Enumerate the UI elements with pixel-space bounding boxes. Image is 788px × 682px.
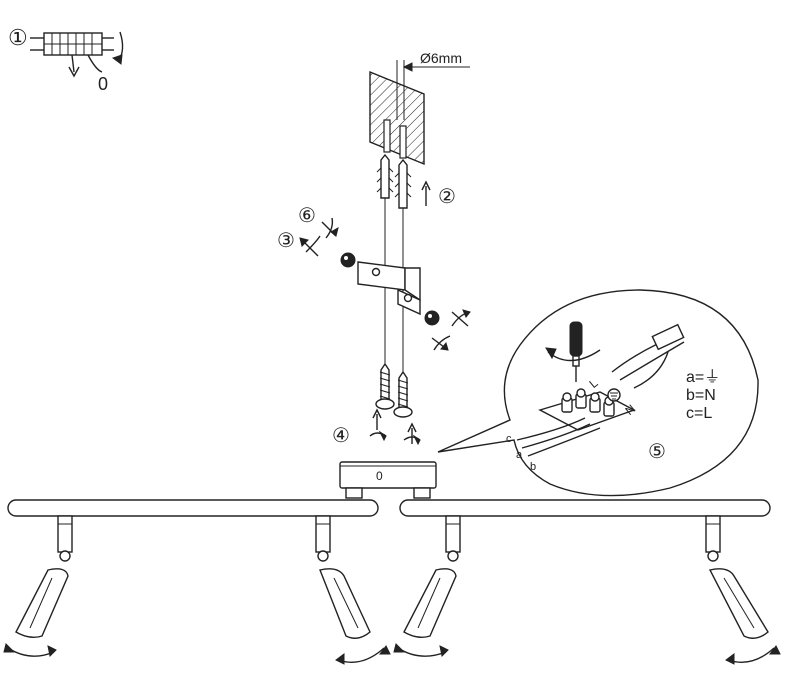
rotate-arrow-upper-left: [321, 217, 339, 239]
plate-label: 0: [376, 469, 383, 483]
screwdriver-icon: [569, 321, 583, 382]
lamp-bar-right: [399, 499, 771, 517]
step5-number: ⑤: [648, 441, 666, 463]
wiring-terminal-block: [538, 388, 636, 431]
spotlight-2: [315, 515, 391, 665]
step4-screw-in: ④: [332, 408, 421, 447]
terminal-N-mark: N: [622, 402, 638, 418]
ground-symbol-icon: [607, 388, 621, 402]
lamp-bar-left: [7, 499, 379, 517]
mounting-bracket: [340, 252, 440, 326]
spotlight-1: [3, 515, 73, 658]
step3-number: ③: [277, 230, 295, 252]
ceiling-screws: [375, 362, 413, 418]
step6-number: ⑥: [298, 205, 316, 227]
screw-left: [375, 362, 395, 410]
step2-wall-plugs: ②: [376, 153, 456, 209]
zero-label: 0: [98, 74, 108, 94]
step5-wiring-callout: L N c a b a=⏚ b=N c=L ⑤: [437, 289, 759, 497]
step1-number: ①: [8, 25, 28, 50]
screw-right: [393, 370, 413, 418]
wire-c-label: c: [506, 433, 512, 445]
ceiling-hatched: Ø6mm: [369, 50, 470, 166]
wire-b-label: b: [530, 461, 536, 473]
terminal-L-mark: L: [586, 376, 600, 391]
legend-c: c=L: [686, 405, 712, 422]
step2-number: ②: [438, 186, 456, 208]
spotlight-3: [393, 515, 461, 658]
step3-step6-rotations: ⑥ ③: [277, 205, 471, 351]
rotate-arrow-lower-left: [299, 235, 321, 257]
rotate-arrow-lower-right: [431, 335, 451, 351]
bracket-screw-left: [340, 252, 356, 268]
bracket-screw-right: [424, 310, 440, 326]
step1-terminal-strip: ① 0: [8, 25, 124, 94]
spotlight-4: [705, 515, 781, 665]
wire-a-label: a: [516, 449, 523, 461]
legend-b: b=N: [686, 387, 716, 404]
wall-plug-right: [394, 158, 412, 209]
step4-number: ④: [332, 425, 350, 447]
legend-a: a=⏚: [686, 368, 720, 386]
ceiling-plate: 0: [339, 461, 437, 499]
wall-plug-left: [376, 153, 394, 199]
rotate-arrow-upper-right: [451, 309, 471, 327]
drill-size-label: Ø6mm: [420, 50, 462, 66]
